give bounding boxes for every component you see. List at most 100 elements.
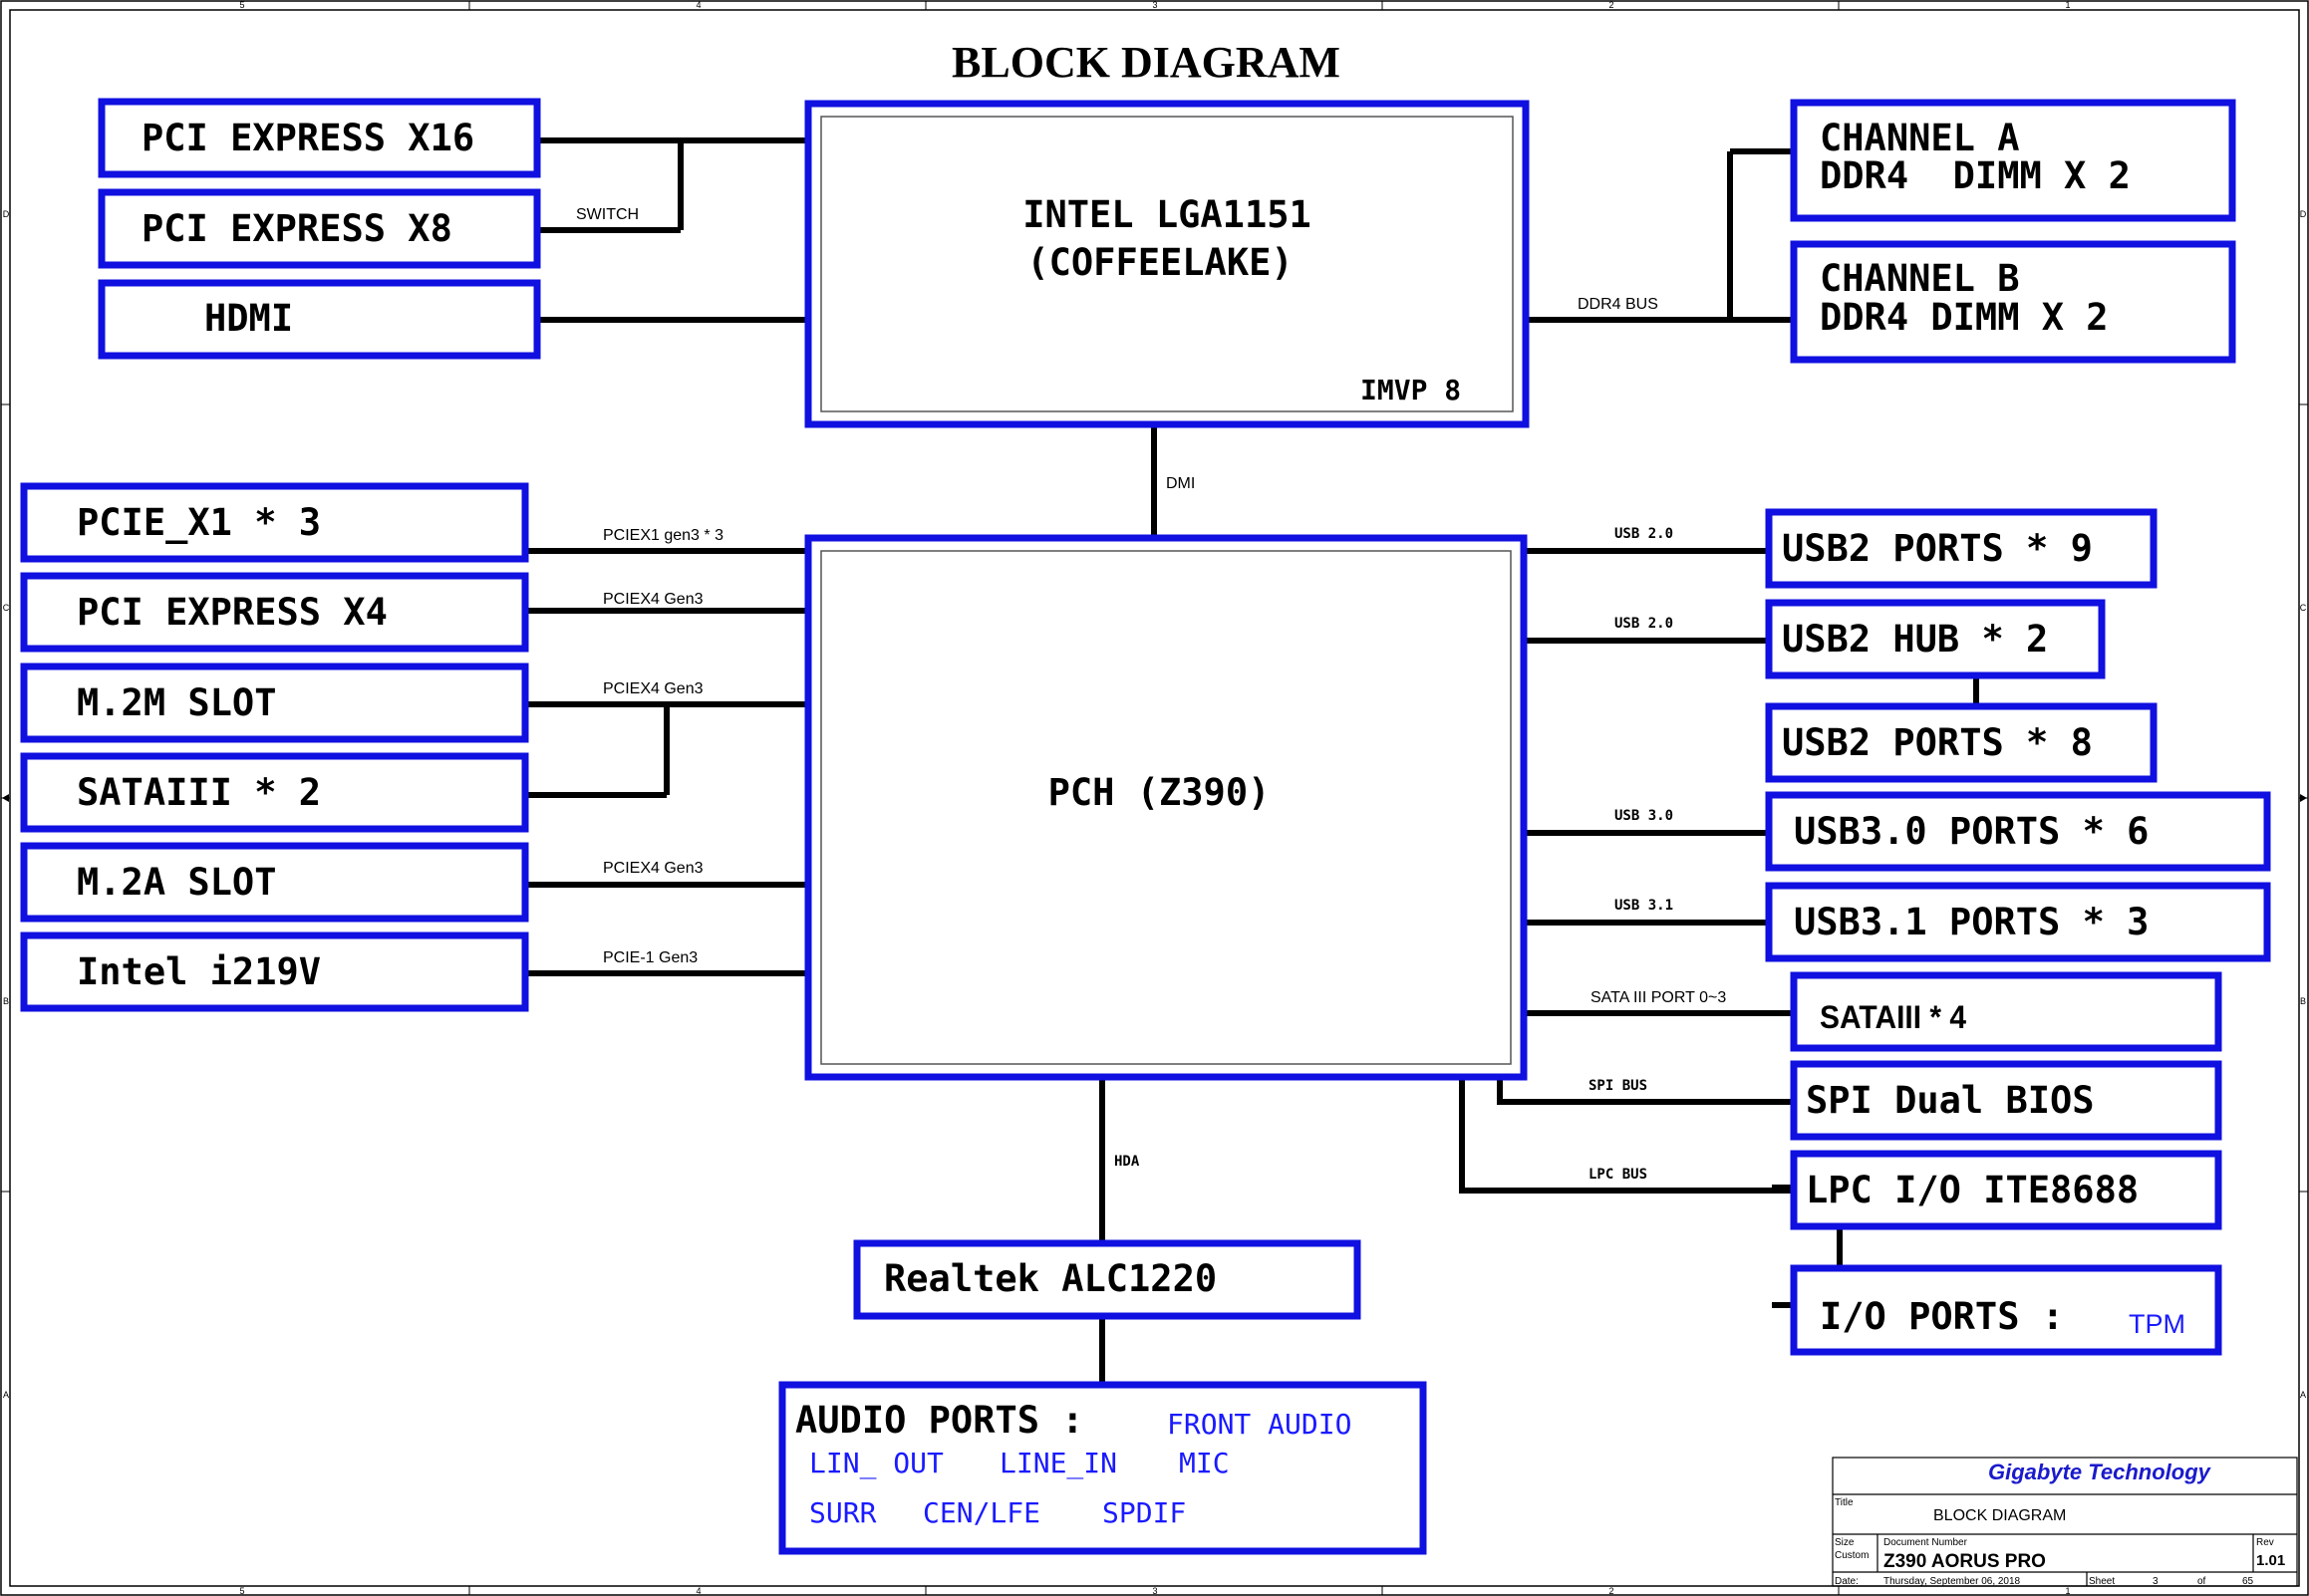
pch-inner-border [820,550,1512,1065]
bus-hda: HDA [1114,1154,1140,1170]
left-mark-d: D [3,209,10,219]
rev-value: 1.01 [2256,1552,2285,1569]
audio-line-in: LINE_IN [1000,1447,1117,1480]
bus-dmi: DMI [1166,475,1195,492]
wire-spi-bus [1497,1076,1795,1105]
audio-cen-lfe: CEN/LFE [923,1496,1040,1529]
top-mark-5: 5 [239,0,244,10]
bus-usb30: USB 3.0 [1614,808,1673,824]
block-cpu [804,100,1530,428]
rev-label: Rev [2256,1537,2274,1548]
audio-front: FRONT AUDIO [1167,1408,1351,1441]
label-pci-express-x16: PCI EXPRESS X16 [142,117,474,159]
label-pci-express-x4: PCI EXPRESS X4 [77,591,388,634]
audio-lin-out: LIN_ OUT [809,1447,944,1480]
block-pcie-x1 [20,482,529,563]
block-lpc-io [1790,1150,2222,1230]
audio-spdif: SPDIF [1102,1496,1186,1529]
label-realtek: Realtek ALC1220 [884,1257,1217,1300]
label-channel-b-line2: DDR4 DIMM X 2 [1820,296,2109,339]
right-mark-c: C [2300,603,2307,613]
date-value: Thursday, September 06, 2018 [1883,1576,2021,1587]
bus-ddr4: DDR4 BUS [1578,296,1658,313]
bus-usb20-a: USB 2.0 [1614,526,1673,542]
block-io-ports [1790,1264,2222,1356]
wires [525,137,1979,1385]
label-usb31-ports-3: USB3.1 PORTS * 3 [1794,901,2149,943]
left-mark-a: A [3,1390,9,1400]
audio-surr: SURR [809,1496,877,1529]
top-mark-3: 3 [1152,0,1157,10]
label-audio-ports: AUDIO PORTS : [795,1399,1084,1442]
bus-pciex1-gen3: PCIEX1 gen3 * 3 [603,527,723,544]
label-intel-i219v: Intel i219V [77,950,321,993]
block-channel-a [1790,99,2236,222]
block-usb2-ports-9 [1765,508,2158,589]
label-usb2-ports-9: USB2 PORTS * 9 [1782,527,2093,570]
block-pci-express-x4 [20,572,529,653]
sheet-value: 3 [2153,1576,2159,1587]
label-usb30-ports-6: USB3.0 PORTS * 6 [1794,810,2149,853]
label-cpu-line2: (COFFEELAKE) [1026,241,1293,284]
frame-arrows [2,794,2307,802]
date-label: Date: [1835,1576,1859,1587]
label-spi-dual-bios: SPI Dual BIOS [1806,1079,2095,1122]
size-label: Size [1835,1537,1855,1548]
bus-usb20-b: USB 2.0 [1614,616,1673,632]
block-sataiii-2 [20,752,529,833]
label-sataiii-2: SATAIII * 2 [77,771,321,814]
block-intel-i219v [20,931,529,1012]
wire-lpc-bus [1459,1076,1795,1194]
block-realtek [853,1239,1361,1320]
bottom-mark-4: 4 [696,1586,701,1596]
bus-lpc: LPC BUS [1588,1167,1647,1183]
left-mark-b: B [3,996,9,1006]
label-cpu-imvp: IMVP 8 [1360,374,1461,406]
right-mark-b: B [2300,996,2306,1006]
title-value: BLOCK DIAGRAM [1933,1507,2066,1524]
block-pch [804,534,1528,1081]
label-pcie-x1: PCIE_X1 * 3 [77,501,321,544]
blocks [20,98,2271,1555]
bottom-mark-5: 5 [239,1586,244,1596]
block-audio-ports [778,1381,1427,1555]
title-label: Title [1835,1497,1854,1508]
bus-labels: SWITCH DDR4 BUS DMI PCIEX1 gen3 * 3 PCIE… [576,206,1726,1006]
label-io-ports-tpm: TPM [2129,1309,2185,1339]
bus-labels-mono: USB 2.0 USB 2.0 USB 3.0 USB 3.1 SPI BUS … [1114,526,1673,1183]
block-usb30-ports-6 [1765,791,2271,872]
inner-borders [820,116,1514,1065]
block-hdmi [98,279,541,360]
of-value: 65 [2242,1576,2254,1587]
size-value: Custom [1835,1550,1869,1561]
bus-sata-iii-port: SATA III PORT 0~3 [1590,989,1726,1006]
block-usb31-ports-3 [1765,882,2271,962]
block-usb2-ports-8 [1765,702,2158,783]
label-pch: PCH (Z390) [1048,771,1271,814]
block-m2a-slot [20,842,529,923]
bottom-mark-2: 2 [1608,1586,1613,1596]
block-spi-dual-bios [1790,1060,2222,1141]
label-lpc-io: LPC I/O ITE8688 [1806,1169,2139,1211]
bus-pciex4-gen3-b: PCIEX4 Gen3 [603,680,704,697]
bus-switch: SWITCH [576,206,639,223]
right-mark-d: D [2300,209,2307,219]
of-label: of [2197,1576,2206,1587]
top-mark-1: 1 [2065,0,2070,10]
bus-pcie1-gen3: PCIE-1 Gen3 [603,949,698,966]
sheet-label: Sheet [2089,1576,2115,1587]
block-m2m-slot [20,663,529,743]
block-channel-b [1790,240,2236,364]
label-m2a-slot: M.2A SLOT [77,861,276,904]
bus-pciex4-gen3-c: PCIEX4 Gen3 [603,860,704,877]
block-usb2-hub [1765,599,2106,679]
label-hdmi: HDMI [204,297,293,340]
bottom-mark-1: 1 [2065,1586,2070,1596]
block-labels: PCI EXPRESS X16 PCI EXPRESS X8 HDMI INTE… [77,117,2149,1442]
label-channel-b-line1: CHANNEL B [1820,257,2019,300]
top-mark-2: 2 [1608,0,1613,10]
bus-spi: SPI BUS [1588,1078,1647,1094]
cpu-inner-border [820,116,1514,412]
bottom-mark-3: 3 [1152,1586,1157,1596]
left-mark-c: C [3,603,10,613]
